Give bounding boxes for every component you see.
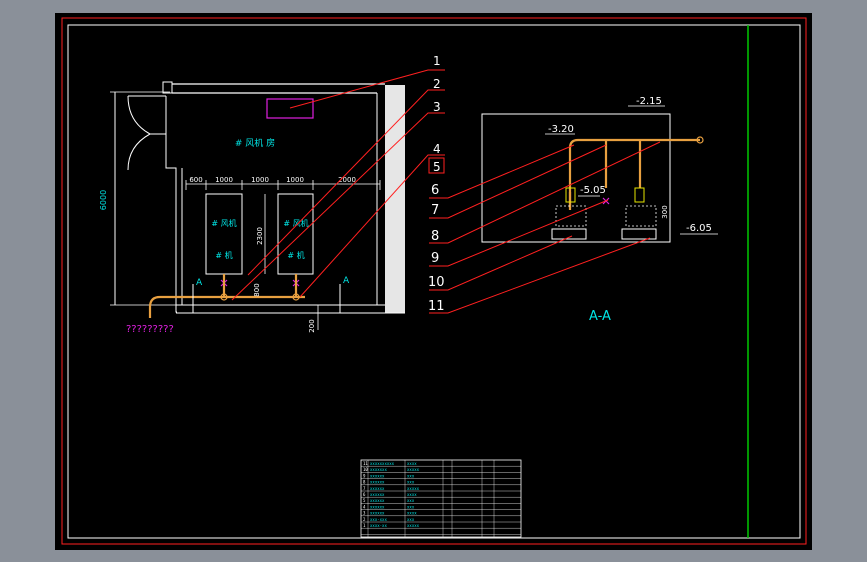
table-cell: 5 <box>363 498 366 503</box>
table-cell: xxx <box>407 517 415 522</box>
table-cell: 9 <box>363 473 366 478</box>
table-cell: xxxxxxxxxx <box>370 461 395 466</box>
dim-unit-height: 2300 <box>256 227 264 245</box>
table-cell: xxxx <box>407 461 417 466</box>
table-cell: 7 <box>363 486 366 491</box>
section-room-outline <box>481 113 671 243</box>
table-cell: 10 <box>363 467 368 472</box>
dim-left-text: 6000 <box>99 190 108 210</box>
ceiling-equipment <box>266 98 314 119</box>
inner-border <box>67 24 801 539</box>
table-cell: xxxxxx <box>370 492 385 497</box>
dim-bottom-small: 200 <box>308 319 316 332</box>
table-cell: xxxxxx <box>370 473 385 478</box>
unit-left-label-2: # 机 <box>215 250 232 260</box>
fitting-left <box>565 187 576 203</box>
elev-pipe: -3.20 <box>548 124 574 135</box>
plan-view: 6000 # 风机 房 600 1000 1000 1000 2000 # 风机… <box>99 81 405 335</box>
fitting-right <box>634 187 645 203</box>
table-cell: 3 <box>363 511 366 516</box>
wall-left <box>165 134 177 313</box>
pipe-joint-right <box>292 293 300 301</box>
callout-3: 3 <box>433 100 441 114</box>
pipe-joint-left <box>220 293 228 301</box>
section-pipe <box>568 138 700 210</box>
red-frame <box>61 17 807 545</box>
table-cell: xxxxxx <box>370 486 385 491</box>
dim-top-1: 1000 <box>215 176 233 184</box>
callout-10: 10 <box>428 275 445 290</box>
table-cell: xxxx <box>407 492 417 497</box>
table-cell: xxx <box>407 504 415 509</box>
section-mark-right: A <box>343 276 350 286</box>
unit-section-right <box>625 205 657 227</box>
table-cell: xxxxxx <box>370 480 385 485</box>
table-cell: xxxxx <box>407 523 420 528</box>
dim-top-3: 1000 <box>286 176 304 184</box>
callout-5: 5 <box>433 160 441 174</box>
callout-7: 7 <box>431 203 439 218</box>
elev-floor: -6.05 <box>686 223 712 234</box>
unit-section-left <box>555 205 587 227</box>
table-cell: xxxxxxx <box>370 467 387 472</box>
table-cell: xxx <box>407 473 415 478</box>
table-frame <box>360 459 522 538</box>
section-view: -2.15 -3.20 -5.05 300 -6.05 A-A <box>481 96 718 324</box>
wall-right <box>385 85 405 313</box>
callout-6: 6 <box>431 183 439 198</box>
table-cell: xxxxx <box>407 486 420 491</box>
table-cell: 2 <box>363 517 366 522</box>
table-cell: 11 <box>363 461 368 466</box>
section-leaders <box>429 141 661 314</box>
unit-right-label-2: # 机 <box>287 250 304 260</box>
dim-top-2: 1000 <box>251 176 269 184</box>
dim-top-0: 600 <box>189 176 202 184</box>
callout-9: 9 <box>431 251 439 266</box>
section-mark-left: A <box>196 278 203 288</box>
dim-300: 300 <box>661 205 669 218</box>
room-label: # 风机 房 <box>235 137 275 149</box>
dim-bottom: 800 <box>253 283 261 296</box>
table-cell: xxxx-xx <box>370 523 387 528</box>
pipe-end-cap <box>696 136 704 144</box>
unit-right-label-1: # 风机 <box>283 218 308 228</box>
table-cell: 4 <box>363 504 366 509</box>
table-cell: xxxxxx <box>370 511 385 516</box>
base-right <box>621 228 657 240</box>
callout-4: 4 <box>433 142 441 156</box>
plan-leaders <box>231 69 445 301</box>
section-title: A-A <box>589 309 611 324</box>
table-cell: 6 <box>363 492 366 497</box>
table-cell: 1 <box>363 523 366 528</box>
table-cell: xxxxxx <box>370 498 385 503</box>
table-cell: xxx-xxx <box>370 517 387 522</box>
elev-top: -2.15 <box>636 96 662 107</box>
drawing-sheet <box>55 13 812 550</box>
table-cell: xxxx <box>407 511 417 516</box>
table-cell: xxx <box>407 498 415 503</box>
callout-2: 2 <box>433 77 441 91</box>
callout-1: 1 <box>433 54 441 68</box>
callout-8: 8 <box>431 229 439 244</box>
unit-left-label-1: # 风机 <box>211 218 236 228</box>
callout-11: 11 <box>428 299 445 314</box>
table-cell: 8 <box>363 480 366 485</box>
drain-pipe <box>148 274 305 318</box>
table-cell: xxx <box>407 480 415 485</box>
table-cell: xxxxx <box>407 467 420 472</box>
base-left <box>551 228 587 240</box>
pipe-note: ????????? <box>126 324 174 335</box>
column-top <box>162 81 173 94</box>
table-cell: xxxxxx <box>370 504 385 509</box>
dim-top-4: 2000 <box>338 176 356 184</box>
elev-valve: -5.05 <box>580 185 606 196</box>
